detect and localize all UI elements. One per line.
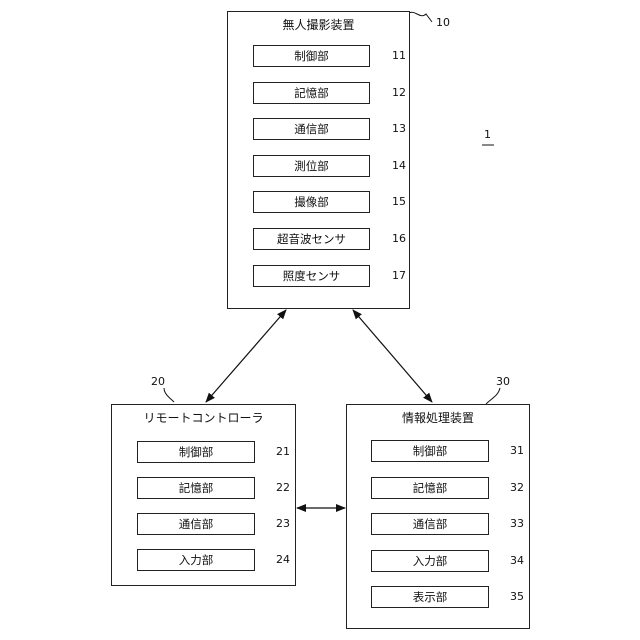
info-unit-2: 記憶部 xyxy=(371,477,489,499)
remote-unit-1: 制御部 xyxy=(137,441,255,463)
info-unit-ref-4: 34 xyxy=(510,554,524,567)
drone-unit-ref-3: 13 xyxy=(392,122,406,135)
link-drone-remote xyxy=(206,310,286,402)
info-device-ref: 30 xyxy=(496,375,510,388)
info-unit-5: 表示部 xyxy=(371,586,489,608)
leader-20 xyxy=(164,388,174,402)
link-drone-info xyxy=(353,310,432,402)
remote-controller-title: リモートコントローラ xyxy=(112,409,295,426)
info-unit-ref-3: 33 xyxy=(510,517,524,530)
drone-unit-4: 測位部 xyxy=(253,155,370,177)
system-ref: 1 xyxy=(484,128,491,141)
remote-unit-ref-4: 24 xyxy=(276,553,290,566)
info-unit-1: 制御部 xyxy=(371,440,489,462)
info-device-title: 情報処理装置 xyxy=(347,409,529,426)
drone-unit-ref-7: 17 xyxy=(392,269,406,282)
remote-unit-4: 入力部 xyxy=(137,549,255,571)
drone-unit-ref-5: 15 xyxy=(392,195,406,208)
drone-unit-3: 通信部 xyxy=(253,118,370,140)
drone-unit-ref-1: 11 xyxy=(392,49,406,62)
remote-unit-ref-1: 21 xyxy=(276,445,290,458)
drone-unit-6: 超音波センサ xyxy=(253,228,370,250)
remote-controller-ref: 20 xyxy=(151,375,165,388)
remote-unit-ref-2: 22 xyxy=(276,481,290,494)
drone-unit-1: 制御部 xyxy=(253,45,370,67)
drone-device-title: 無人撮影装置 xyxy=(228,16,409,33)
leader-30 xyxy=(486,388,500,404)
info-unit-ref-5: 35 xyxy=(510,590,524,603)
info-unit-4: 入力部 xyxy=(371,550,489,572)
drone-unit-ref-2: 12 xyxy=(392,86,406,99)
drone-unit-2: 記憶部 xyxy=(253,82,370,104)
remote-unit-3: 通信部 xyxy=(137,513,255,535)
drone-unit-5: 撮像部 xyxy=(253,191,370,213)
leader-10 xyxy=(408,12,432,22)
drone-unit-ref-4: 14 xyxy=(392,159,406,172)
remote-unit-ref-3: 23 xyxy=(276,517,290,530)
info-unit-ref-2: 32 xyxy=(510,481,524,494)
info-unit-3: 通信部 xyxy=(371,513,489,535)
remote-unit-2: 記憶部 xyxy=(137,477,255,499)
drone-unit-7: 照度センサ xyxy=(253,265,370,287)
drone-device-ref: 10 xyxy=(436,16,450,29)
drone-unit-ref-6: 16 xyxy=(392,232,406,245)
info-unit-ref-1: 31 xyxy=(510,444,524,457)
